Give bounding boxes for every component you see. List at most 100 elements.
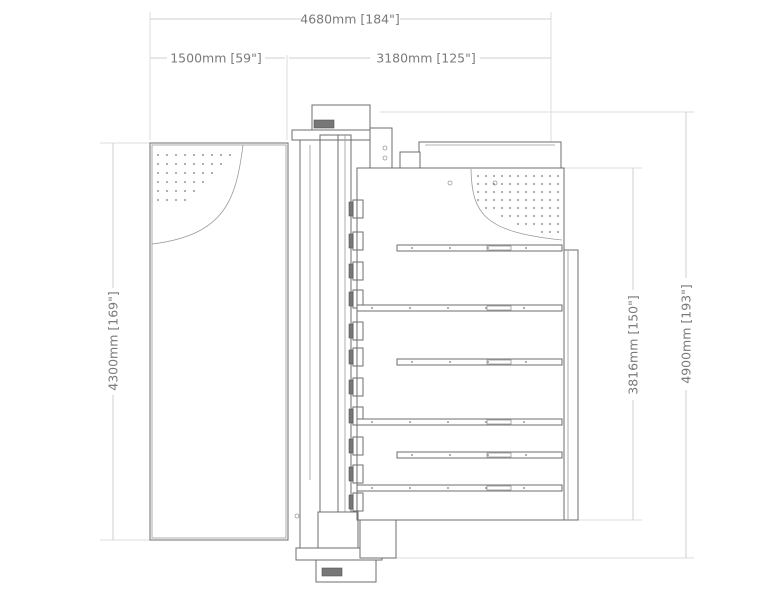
dim-label-loading-length: 4300mm [169"] <box>106 291 121 391</box>
hole <box>184 190 186 192</box>
slat-hole <box>447 307 449 309</box>
hole <box>184 172 186 174</box>
hole <box>220 163 222 165</box>
slat-hole <box>525 454 527 456</box>
slat <box>356 304 563 312</box>
hole <box>184 181 186 183</box>
slat-clamp <box>486 485 512 491</box>
table-slats <box>356 244 563 492</box>
hole <box>549 191 551 193</box>
hole <box>175 199 177 201</box>
hole <box>509 183 511 185</box>
dim-label-machine-width: 3180mm [125"] <box>376 51 476 66</box>
hole <box>211 172 213 174</box>
spindle-head-mount <box>348 323 354 339</box>
hole <box>517 183 519 185</box>
hole <box>193 190 195 192</box>
spindle-heads <box>348 199 364 512</box>
spindle-head <box>352 199 364 219</box>
hole <box>202 154 204 156</box>
hole <box>175 190 177 192</box>
slat-hole <box>447 487 449 489</box>
hole <box>166 181 168 183</box>
hole <box>175 163 177 165</box>
spindle-head <box>352 377 364 397</box>
hole <box>541 207 543 209</box>
hole <box>477 191 479 193</box>
extension-lines <box>100 12 694 559</box>
hole <box>493 191 495 193</box>
top-housing <box>399 141 562 169</box>
hole <box>477 175 479 177</box>
hole <box>541 223 543 225</box>
hole <box>549 231 551 233</box>
hole <box>557 175 559 177</box>
hole <box>557 231 559 233</box>
hole <box>477 183 479 185</box>
hole <box>549 199 551 201</box>
slat-hole <box>411 361 413 363</box>
hole <box>517 207 519 209</box>
slat-hole <box>449 247 451 249</box>
hole <box>517 191 519 193</box>
spindle-head-mount <box>348 466 354 482</box>
spindle-head-mount <box>348 291 354 307</box>
hole <box>166 199 168 201</box>
dimension-overall-length: 4900mm [193"] <box>679 112 694 558</box>
hole <box>485 207 487 209</box>
hole <box>211 154 213 156</box>
hole <box>541 231 543 233</box>
hole <box>193 163 195 165</box>
slat-hole <box>409 307 411 309</box>
hole <box>501 199 503 201</box>
hole <box>485 191 487 193</box>
dimension-overall-width: 4680mm [184"] <box>150 12 551 27</box>
slat-hole <box>371 421 373 423</box>
spindle-head-mount <box>348 379 354 395</box>
spindle-head <box>352 231 364 251</box>
slat-clamp <box>486 359 512 365</box>
dimension-loading-width: 1500mm [59"] <box>150 51 285 66</box>
slat-hole <box>485 307 487 309</box>
gantry <box>291 104 397 583</box>
dimension-machine-width: 3180mm [125"] <box>289 51 551 66</box>
hole <box>175 154 177 156</box>
hole <box>517 223 519 225</box>
hole <box>485 183 487 185</box>
dimension-loading-length: 4300mm [169"] <box>106 143 121 540</box>
hole <box>166 163 168 165</box>
slat <box>396 244 563 252</box>
slat-hole <box>487 247 489 249</box>
spindle-head <box>352 347 364 367</box>
hole <box>533 215 535 217</box>
hole <box>477 199 479 201</box>
hole <box>493 207 495 209</box>
hole <box>557 183 559 185</box>
hole <box>541 183 543 185</box>
vacuum-hole-pattern <box>477 175 559 233</box>
slat-hole <box>411 247 413 249</box>
hole <box>557 207 559 209</box>
hole <box>549 175 551 177</box>
dimension-table-length: 3816mm [150"] <box>626 168 641 520</box>
hole <box>166 154 168 156</box>
spindle-head-mount <box>348 349 354 365</box>
hole <box>501 215 503 217</box>
slat <box>396 451 563 459</box>
hole <box>541 191 543 193</box>
slat-hole <box>447 421 449 423</box>
hole <box>525 175 527 177</box>
dim-label-overall-length: 4900mm [193"] <box>679 284 694 384</box>
hole <box>549 183 551 185</box>
hole <box>202 172 204 174</box>
hole <box>549 223 551 225</box>
hole <box>557 215 559 217</box>
slat-hole <box>411 454 413 456</box>
hole <box>157 154 159 156</box>
loading-table <box>149 142 289 541</box>
slat-hole <box>523 307 525 309</box>
hole <box>485 199 487 201</box>
hole <box>541 215 543 217</box>
hole <box>557 191 559 193</box>
